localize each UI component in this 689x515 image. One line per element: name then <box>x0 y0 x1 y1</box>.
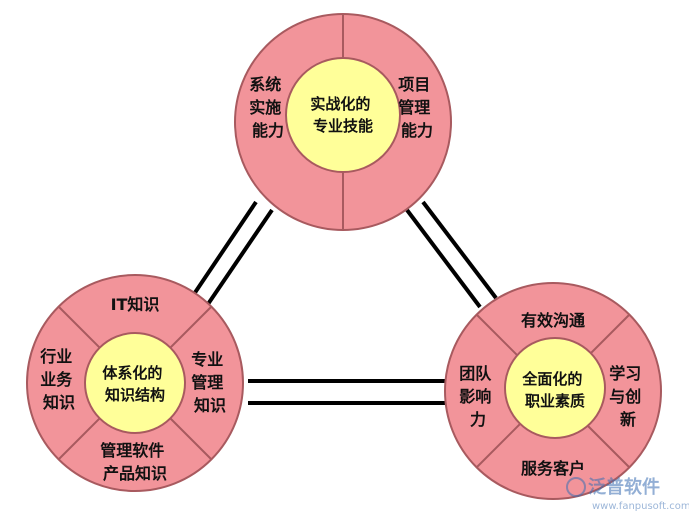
core-label: 全面化的 职业素质 <box>521 370 587 410</box>
watermark-url: www.fanpusoft.com <box>592 501 689 512</box>
watermark-logo-icon <box>566 477 586 497</box>
connector-top-right <box>405 200 498 309</box>
watermark: 泛普软件 www.fanpusoft.com <box>566 476 689 512</box>
segment-label-project-management: 项目 管理 能力 <box>398 75 436 140</box>
segment-label-learning-innovation: 学习 与创 新 <box>609 364 647 429</box>
connector-bottom <box>248 379 445 405</box>
segment-label-customer-service: 服务客户 <box>521 459 585 478</box>
circle-practical-skills: 实战化的 专业技能 系统 实施 能力 项目 管理 能力 <box>234 13 452 231</box>
segment-label-communication: 有效沟通 <box>521 311 585 330</box>
segment-label-management-knowledge: 专业 管理 知识 <box>191 350 229 415</box>
circle-knowledge-structure: 体系化的 知识结构 IT知识 行业 业务 知识 专业 管理 知识 管理软件 产品… <box>26 274 244 492</box>
segment-label-system-implementation: 系统 实施 能力 <box>249 75 287 140</box>
core-label: 体系化的 知识结构 <box>102 364 167 404</box>
segment-label-team-influence: 团队 影响 力 <box>459 364 497 429</box>
circle-professional-quality: 全面化的 职业素质 有效沟通 团队 影响 力 学习 与创 新 服务客户 <box>444 282 662 500</box>
core-circle <box>285 57 401 173</box>
watermark-brand: 泛普软件 <box>588 476 660 498</box>
segment-label-industry-knowledge: 行业 业务 知识 <box>39 347 78 412</box>
segment-label-product-knowledge: 管理软件 产品知识 <box>100 441 170 483</box>
core-label: 实战化的 专业技能 <box>310 95 375 135</box>
core-circle <box>84 332 186 434</box>
connector-top-left <box>188 200 274 309</box>
core-circle <box>504 337 606 439</box>
segment-label-it-knowledge: IT知识 <box>111 295 160 314</box>
